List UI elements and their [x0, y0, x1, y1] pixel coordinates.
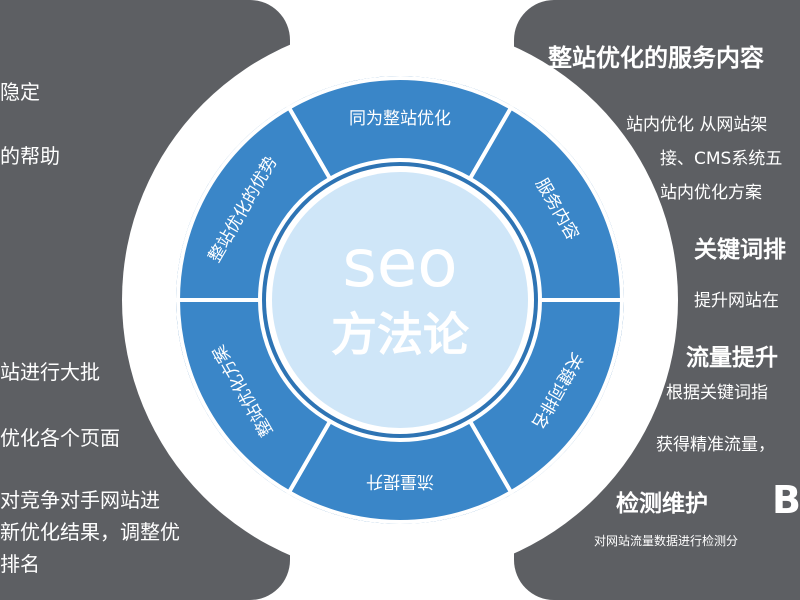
left-line-7: 排名	[0, 552, 40, 576]
left-line-4: 优化各个页面	[0, 426, 120, 450]
brand-logo-fragment: B	[772, 478, 800, 522]
right-title: 整站优化的服务内容	[548, 44, 764, 72]
left-line-6: 新优化结果，调整优	[0, 520, 180, 544]
right-line-1: 站内优化 从网站架	[626, 115, 768, 135]
right-line-6: 获得精准流量，	[656, 435, 775, 455]
ring-segment-6	[175, 105, 333, 302]
left-line-2: 的帮助	[0, 144, 60, 168]
segment-label-1: 同为整站优化	[349, 109, 451, 129]
right-line-2: 接、CMS系统五	[660, 149, 783, 169]
center-subtitle: 方法论	[331, 308, 470, 362]
right-line-5: 根据关键词指	[666, 383, 768, 403]
right-line-7: 对网站流量数据进行检测分	[594, 534, 739, 548]
left-line-5: 对竞争对手网站进	[0, 488, 160, 512]
right-heading-traffic: 流量提升	[686, 345, 778, 371]
center-disc	[272, 172, 528, 428]
right-heading-monitor: 检测维护	[616, 491, 708, 517]
right-line-3: 站内优化方案	[660, 183, 762, 203]
segment-label-4: 流量提升	[366, 471, 434, 491]
right-heading-keywords: 关键词排	[694, 237, 786, 263]
center-title: seo	[342, 225, 457, 302]
left-line-3: 站进行大批	[0, 360, 100, 384]
left-line-1: 隐定	[0, 80, 40, 104]
right-line-4: 提升网站在	[694, 291, 779, 311]
